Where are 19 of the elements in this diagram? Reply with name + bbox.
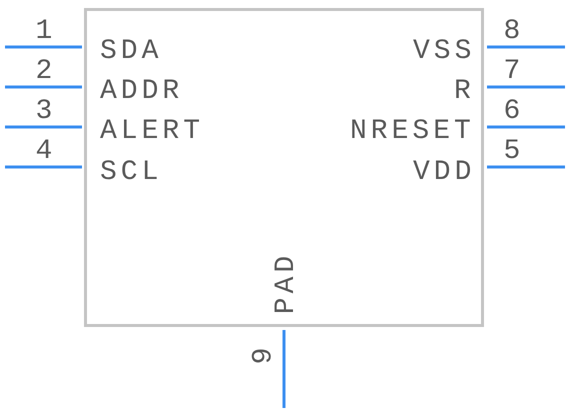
pin-name: VSS <box>413 38 476 66</box>
pin-number: 3 <box>36 98 52 126</box>
pin-number: 9 <box>250 348 278 364</box>
pin-number: 4 <box>36 138 52 166</box>
pin-name: SCL <box>100 159 162 187</box>
pin-name: NRESET <box>350 118 475 146</box>
pin-number: 5 <box>504 138 520 166</box>
pin-name: R <box>454 78 475 106</box>
pin-name: SDA <box>100 38 162 66</box>
pin-number: 7 <box>504 58 520 86</box>
pin-name: VDD <box>413 159 476 187</box>
pin-name: PAD <box>273 252 302 314</box>
pin-name: ALERT <box>100 118 204 146</box>
chip-body <box>84 8 484 327</box>
pin-number: 1 <box>36 18 52 46</box>
pin-name: ADDR <box>100 78 184 106</box>
pin-number: 2 <box>36 58 52 86</box>
pin-number: 8 <box>504 18 520 46</box>
pin-number: 6 <box>504 98 520 126</box>
